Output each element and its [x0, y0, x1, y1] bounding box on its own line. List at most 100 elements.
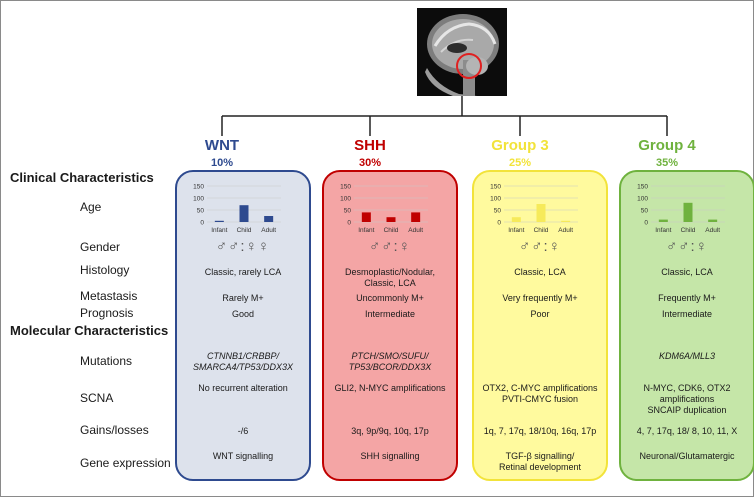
histology-group4: Classic, LCA — [612, 267, 754, 278]
age-tick-label: 0 — [200, 220, 204, 227]
age-category-label: Adult — [558, 227, 573, 234]
age-category-label: Infant — [655, 227, 671, 234]
age-bar-group4-infant — [658, 219, 668, 222]
prognosis-line: Intermediate — [661, 309, 713, 319]
metastasis-shh: Uncommonly M+ — [315, 293, 465, 304]
histology-line: Classic, LCA — [364, 278, 416, 288]
scna-line: No recurrent alteration — [198, 383, 288, 393]
histology-line: Classic, LCA — [661, 267, 713, 277]
age-category-label: Infant — [358, 227, 374, 234]
expression-line: SHH signalling — [360, 451, 420, 461]
label-metastasis: Metastasis — [80, 289, 138, 303]
expression-wnt: WNT signalling — [168, 451, 318, 462]
label-gender: Gender — [80, 240, 121, 254]
age-tick-label: 150 — [637, 184, 648, 191]
age-category-label: Child — [534, 227, 549, 234]
scna-line: OTX2, C-MYC amplifications — [482, 383, 598, 393]
age-bar-group4-adult — [708, 219, 718, 222]
age-category-label: Child — [681, 227, 696, 234]
age-tick-label: 100 — [490, 196, 501, 203]
age-category-label: Adult — [408, 227, 423, 234]
gender-symbols-shh: ♂♂:♀ — [369, 238, 411, 255]
metastasis-line: Uncommonly M+ — [356, 293, 424, 303]
group-title-shh: SHH — [354, 137, 386, 154]
gains-wnt: -/6 — [168, 426, 318, 437]
label-mutations: Mutations — [80, 354, 133, 368]
scna-line: PVTI-CMYC fusion — [501, 394, 579, 404]
gains-group4: 4, 7, 17q, 18/ 8, 10, 11, X — [612, 426, 754, 437]
age-bar-shh-infant — [361, 212, 371, 222]
age-bar-group4-child — [683, 202, 693, 222]
scna-line: amplifications — [659, 394, 715, 404]
age-bar-shh-child — [386, 217, 396, 222]
histology-line: Classic, rarely LCA — [204, 267, 282, 277]
metastasis-line: Very frequently M+ — [502, 293, 578, 303]
histology-wnt: Classic, rarely LCA — [168, 267, 318, 278]
label-scna: SCNA — [80, 391, 114, 405]
expression-line: Neuronal/Glutamatergic — [639, 451, 735, 461]
prognosis-group3: Poor — [465, 309, 615, 320]
scna-line: GLI2, N-MYC amplifications — [334, 383, 446, 393]
group-percent-wnt: 10% — [210, 157, 234, 169]
age-tick-label: 0 — [644, 220, 648, 227]
age-bar-group3-infant — [511, 217, 521, 222]
expression-line: WNT signalling — [212, 451, 274, 461]
prognosis-shh: Intermediate — [315, 309, 465, 320]
expression-group3: TGF-β signalling/Retinal development — [465, 451, 615, 473]
label-age: Age — [80, 200, 102, 214]
histology-line: Desmoplastic/Nodular, — [344, 267, 436, 277]
group-title-wnt: WNT — [204, 137, 240, 154]
age-tick-label: 100 — [193, 196, 204, 203]
mutations-wnt: CTNNB1/CRBBP/SMARCA4/TP53/DDX3X — [168, 351, 318, 373]
age-tick-label: 0 — [347, 220, 351, 227]
prognosis-group4: Intermediate — [612, 309, 754, 320]
age-tick-label: 50 — [641, 208, 649, 215]
metastasis-line: Frequently M+ — [658, 293, 716, 303]
label-gains: Gains/losses — [80, 423, 149, 437]
expression-line: Retinal development — [498, 462, 582, 472]
prognosis-wnt: Good — [168, 309, 318, 320]
metastasis-group3: Very frequently M+ — [465, 293, 615, 304]
label-prognosis: Prognosis — [80, 306, 134, 320]
age-bar-wnt-child — [239, 205, 249, 222]
age-category-label: Adult — [261, 227, 276, 234]
prognosis-line: Intermediate — [364, 309, 416, 319]
gains-line: -/6 — [237, 426, 249, 436]
age-tick-label: 50 — [197, 208, 205, 215]
mutations-line: KDM6A/MLL3 — [658, 351, 716, 361]
age-tick-label: 150 — [340, 184, 351, 191]
age-category-label: Child — [237, 227, 252, 234]
scna-line: N-MYC, CDK6, OTX2 — [643, 383, 731, 393]
age-bar-group3-adult — [561, 220, 571, 222]
gains-line: 1q, 7, 17q, 18/10q, 16q, 17p — [483, 426, 597, 436]
scna-wnt: No recurrent alteration — [168, 383, 318, 394]
metastasis-wnt: Rarely M+ — [168, 293, 318, 304]
age-bar-wnt-infant — [214, 220, 224, 222]
label-histology: Histology — [80, 263, 130, 277]
age-tick-label: 0 — [497, 220, 501, 227]
mutations-line: CTNNB1/CRBBP/ — [206, 351, 279, 361]
age-bar-shh-adult — [411, 212, 421, 222]
gender-symbols-group3: ♂♂:♀ — [519, 238, 561, 255]
age-tick-label: 100 — [637, 196, 648, 203]
age-bar-wnt-adult — [264, 216, 274, 222]
age-tick-label: 50 — [494, 208, 502, 215]
histology-line: Classic, LCA — [514, 267, 566, 277]
gender-symbols-group4: ♂♂:♀ — [666, 238, 708, 255]
group-title-group4: Group 4 — [638, 137, 696, 154]
gains-line: 4, 7, 17q, 18/ 8, 10, 11, X — [636, 426, 738, 436]
age-tick-label: 150 — [490, 184, 501, 191]
age-category-label: Child — [384, 227, 399, 234]
gains-shh: 3q, 9p/9q, 10q, 17p — [315, 426, 465, 437]
age-category-label: Infant — [211, 227, 227, 234]
label-expression: Gene expression — [80, 456, 171, 470]
prognosis-line: Good — [231, 309, 255, 319]
prognosis-line: Poor — [530, 309, 550, 319]
scna-shh: GLI2, N-MYC amplifications — [315, 383, 465, 394]
histology-group3: Classic, LCA — [465, 267, 615, 278]
